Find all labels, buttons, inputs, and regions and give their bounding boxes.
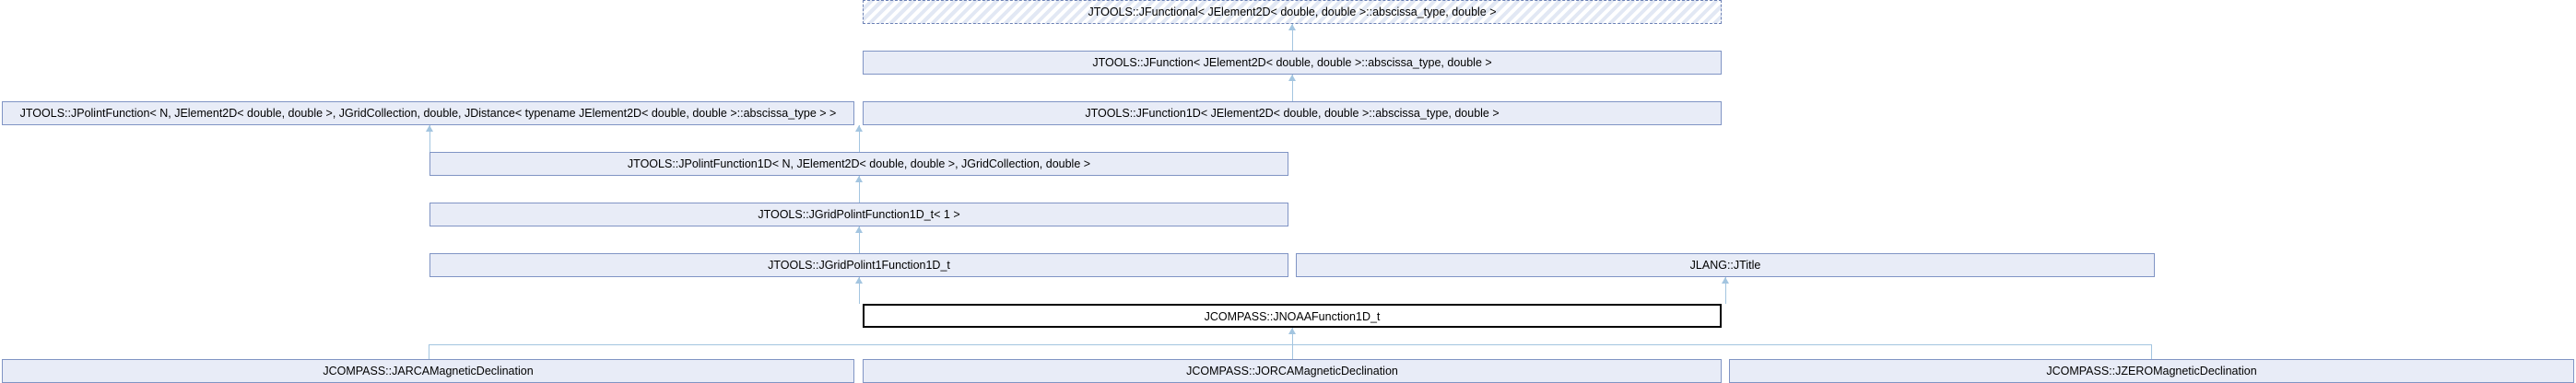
arrowhead-jnoaafunction1dt-to-jgridpolint1function1dt: [855, 277, 863, 284]
class-node-jcompass-jnoaafunction1d-t[interactable]: JCOMPASS::JNOAAFunction1D_t: [863, 304, 1722, 328]
arrowhead-jgridpolint1function1dt-to-jgridpolintfunction1dt: [855, 226, 863, 233]
class-node-jtools-jgridpolintfunction1d-t[interactable]: JTOOLS::JGridPolintFunction1D_t< 1 >: [429, 203, 1288, 226]
class-node-jcompass-jarcamagneticdeclination[interactable]: JCOMPASS::JARCAMagneticDeclination: [2, 359, 854, 383]
class-node-jtools-jfunction[interactable]: JTOOLS::JFunction< JElement2D< double, d…: [863, 51, 1722, 75]
class-node-jtools-jfunction1d[interactable]: JTOOLS::JFunction1D< JElement2D< double,…: [863, 101, 1722, 125]
edge-jpolintfunction1d-to-jpolintfunction: [429, 125, 430, 152]
class-node-label: JTOOLS::JGridPolintFunction1D_t< 1 >: [758, 208, 960, 221]
arrowhead-jfunction1d-to-jfunction: [1288, 75, 1296, 81]
arrowhead-jfunction-to-jfunctional: [1288, 24, 1296, 30]
edge-jnoaafunction1dt-to-jgridpolint1function1dt: [859, 277, 860, 304]
edge-jgridpolintfunction1dt-to-jpolintfunction1d: [859, 176, 860, 203]
edge-jfunction-to-jfunctional: [1292, 24, 1293, 51]
edge-jnoaafunction1dt-descender: [1292, 328, 1293, 344]
arrowhead-jnoaafunction1dt-to-jtitle: [1722, 277, 1729, 284]
class-node-jtools-jpolintfunction1d[interactable]: JTOOLS::JPolintFunction1D< N, JElement2D…: [429, 152, 1288, 176]
class-node-label: JTOOLS::JFunction1D< JElement2D< double,…: [1085, 107, 1500, 120]
class-node-label: JTOOLS::JFunctional< JElement2D< double,…: [1088, 6, 1497, 18]
class-node-label: JCOMPASS::JORCAMagneticDeclination: [1186, 365, 1398, 377]
class-node-label: JCOMPASS::JARCAMagneticDeclination: [323, 365, 534, 377]
class-node-label: JLANG::JTitle: [1689, 259, 1761, 272]
class-node-label: JTOOLS::JGridPolint1Function1D_t: [768, 259, 950, 272]
edge-bus-derived-classes: [429, 344, 2152, 345]
edge-jnoaafunction1dt-to-jtitle: [1725, 277, 1726, 304]
arrowhead-jgridpolintfunction1dt-to-jpolintfunction1d: [855, 176, 863, 182]
arrowhead-jpolintfunction1d-to-jfunction1d: [855, 125, 863, 132]
arrowhead-jpolintfunction1d-to-jpolintfunction: [426, 125, 433, 132]
class-node-jcompass-jzeromagneticdeclination[interactable]: JCOMPASS::JZEROMagneticDeclination: [1729, 359, 2574, 383]
class-node-jtools-jgridpolint1function1d-t[interactable]: JTOOLS::JGridPolint1Function1D_t: [429, 253, 1288, 277]
class-node-jtools-jpolintfunction[interactable]: JTOOLS::JPolintFunction< N, JElement2D< …: [2, 101, 854, 125]
class-node-label: JTOOLS::JPolintFunction< N, JElement2D< …: [19, 107, 837, 120]
class-node-label: JTOOLS::JPolintFunction1D< N, JElement2D…: [627, 157, 1091, 170]
edge-jgridpolint1function1dt-to-jgridpolintfunction1dt: [859, 226, 860, 253]
edge-jfunction1d-to-jfunction: [1292, 75, 1293, 101]
arrowhead-jnoaafunction1dt-descender: [1288, 328, 1296, 334]
class-node-jcompass-jorcamagneticdeclination[interactable]: JCOMPASS::JORCAMagneticDeclination: [863, 359, 1722, 383]
class-node-label: JCOMPASS::JNOAAFunction1D_t: [1204, 310, 1381, 323]
edge-jpolintfunction1d-to-jfunction1d: [859, 125, 860, 152]
edge-bus-to-jorcamagneticdeclination: [1292, 344, 1293, 359]
class-node-jtools-jfunctional[interactable]: JTOOLS::JFunctional< JElement2D< double,…: [863, 0, 1722, 24]
edge-bus-to-jzeromagneticdeclination: [2151, 344, 2152, 359]
class-node-jlang-jtitle[interactable]: JLANG::JTitle: [1296, 253, 2155, 277]
class-node-label: JTOOLS::JFunction< JElement2D< double, d…: [1092, 56, 1492, 69]
class-node-label: JCOMPASS::JZEROMagneticDeclination: [2046, 365, 2257, 377]
